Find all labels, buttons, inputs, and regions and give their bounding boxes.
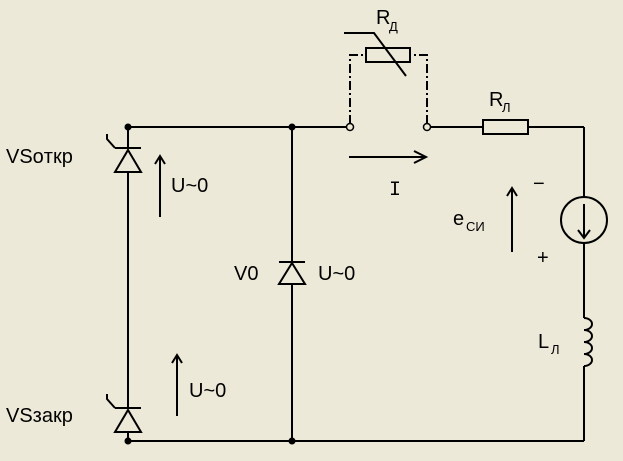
current-label: I (389, 179, 401, 202)
u-open-arrow (154, 154, 166, 217)
junction-dots (124, 123, 296, 445)
u-open-label: U~0 (171, 175, 208, 197)
ll-label: L (538, 331, 549, 353)
ll-label-sub: Л (551, 342, 560, 357)
e-arrow (506, 186, 518, 252)
u-v0-label: U~0 (318, 263, 355, 285)
vs-open-label: VSoткр (6, 146, 73, 168)
plus-sign: + (537, 247, 549, 269)
rd-label: R (376, 7, 390, 29)
rd-label-sub: Д (389, 19, 398, 34)
current-source (560, 196, 608, 244)
current-arrow (349, 150, 429, 164)
minus-sign: − (533, 173, 545, 195)
vs-closed-label: VSзакр (6, 405, 73, 427)
rd-resistor (344, 32, 428, 124)
wires (127, 126, 585, 442)
thyristor-open (106, 134, 143, 173)
terminals-rd (345, 122, 432, 132)
thyristor-closed (106, 394, 143, 433)
inductor (583, 317, 593, 367)
e-label-sub: СИ (466, 219, 485, 234)
diode-v0 (277, 261, 307, 285)
u-closed-label: U~0 (189, 380, 226, 402)
rl-label-sub: Л (502, 100, 511, 115)
rl-label: R (489, 89, 503, 111)
e-label: e (453, 208, 464, 230)
u-closed-arrow (171, 353, 183, 416)
v0-label: V0 (234, 263, 258, 285)
rl-resistor (482, 119, 529, 135)
